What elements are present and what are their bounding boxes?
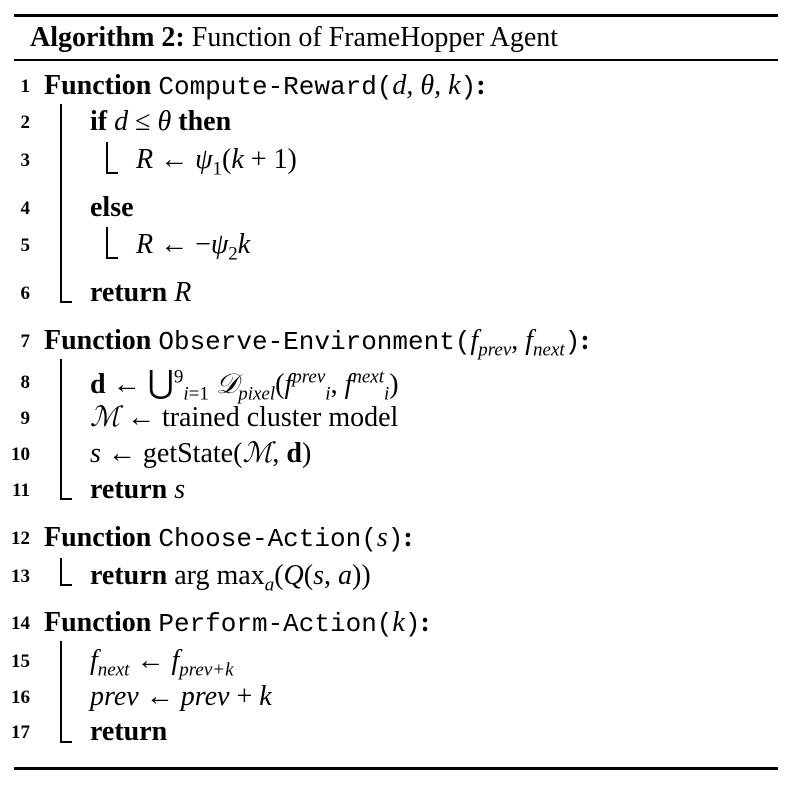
- function-name: Observe-Environment: [158, 327, 455, 357]
- algorithm-line: 10 s ← getState(ℳ, d): [0, 434, 798, 474]
- line-content: ℳ ← trained cluster model: [90, 402, 399, 433]
- line-number: 6: [20, 283, 31, 304]
- algorithm-line: 15 fnext ← fprev+k: [0, 641, 798, 681]
- keyword: if: [90, 106, 108, 137]
- algorithm-line: 9 ℳ ← trained cluster model: [0, 398, 798, 438]
- block-foot: [60, 741, 72, 743]
- line-number: 16: [11, 687, 30, 708]
- top-rule: [14, 14, 778, 17]
- function-name: Perform-Action: [158, 609, 377, 639]
- line-content: R ← ψ1(k + 1): [136, 144, 297, 180]
- suffix: :: [580, 325, 590, 356]
- line-number: 7: [20, 331, 31, 352]
- keyword: return: [90, 716, 168, 747]
- suffix: :: [420, 607, 430, 638]
- line-content: return arg maxa(Q(s, a)): [90, 560, 371, 596]
- line-content: Function Compute-Reward(d, θ, k):: [44, 70, 486, 102]
- algorithm-line: 8 d ← ⋃9i=1 𝒟pixel(fprevi, fnexti): [0, 362, 798, 405]
- line-number: 3: [20, 150, 31, 171]
- line-content: Function Choose-Action(s):: [44, 522, 413, 554]
- keyword: Function: [44, 325, 152, 356]
- line-number: 13: [11, 566, 30, 587]
- block-bar: [60, 558, 62, 586]
- algorithm-line: 4 else: [0, 188, 798, 228]
- line-content: if d ≤ θ then: [90, 106, 232, 137]
- algorithm-line: 11 return s: [0, 470, 798, 510]
- algorithm-line: 6 return R: [0, 273, 798, 313]
- algorithm-line: 7 Function Observe-Environment(fprev, fn…: [0, 321, 798, 361]
- line-content: return: [90, 716, 167, 748]
- block-foot: [60, 498, 72, 500]
- line-content: return R: [90, 277, 192, 308]
- function-name: Compute-Reward: [158, 72, 377, 102]
- algorithm-line: 3 R ← ψ1(k + 1): [0, 140, 798, 180]
- line-content: s ← getState(ℳ, d): [90, 438, 312, 469]
- algorithm-line: 2 if d ≤ θ then: [0, 102, 798, 142]
- keyword: Function: [44, 70, 152, 101]
- keyword: else: [90, 192, 134, 223]
- line-number: 11: [12, 480, 30, 501]
- bottom-rule: [14, 767, 778, 770]
- line-number: 14: [11, 613, 30, 634]
- line-content: Function Perform-Action(k):: [44, 607, 430, 639]
- suffix: :: [476, 70, 486, 101]
- keyword: Function: [44, 607, 152, 638]
- branch-bar: [106, 142, 108, 174]
- algorithm-line: 5 R ← −ψ2k: [0, 225, 798, 265]
- algorithm-line: 12 Function Choose-Action(s):: [0, 518, 798, 558]
- line-number: 8: [20, 372, 31, 393]
- branch-bar: [106, 227, 108, 259]
- line-number: 17: [11, 722, 30, 743]
- block-bar: [60, 104, 62, 303]
- keyword: Function: [44, 522, 152, 553]
- line-content: fnext ← fprev+k: [90, 645, 234, 681]
- suffix: :: [403, 522, 413, 553]
- algorithm-line: 16 prev ← prev + k: [0, 677, 798, 717]
- keyword: then: [178, 106, 232, 137]
- algorithm-line: 14 Function Perform-Action(k):: [0, 603, 798, 643]
- line-content: else: [90, 192, 134, 224]
- caption-rule: [14, 59, 778, 61]
- line-number: 5: [20, 235, 31, 256]
- block-foot: [60, 584, 72, 586]
- block-bar: [60, 641, 62, 743]
- line-number: 4: [20, 198, 31, 219]
- line-number: 10: [11, 444, 30, 465]
- line-content: prev ← prev + k: [90, 681, 272, 712]
- keyword: return: [90, 277, 168, 308]
- caption-title: Function of FrameHopper Agent: [191, 22, 559, 53]
- algorithm-line: 17 return: [0, 712, 798, 752]
- branch-foot: [106, 172, 118, 174]
- line-number: 12: [11, 528, 30, 549]
- algorithm-line: 13 return arg maxa(Q(s, a)): [0, 556, 798, 596]
- line-content: d ← ⋃9i=1 𝒟pixel(fprevi, fnexti): [90, 364, 399, 405]
- caption-label: Algorithm 2:: [30, 22, 185, 53]
- branch-foot: [106, 257, 118, 259]
- function-name: Choose-Action: [158, 524, 362, 554]
- line-content: Function Observe-Environment(fprev, fnex…: [44, 325, 590, 361]
- algorithm-caption: Algorithm 2: Function of FrameHopper Age…: [30, 20, 558, 56]
- line-number: 15: [11, 651, 30, 672]
- line-number: 1: [20, 76, 31, 97]
- keyword: return: [90, 474, 168, 505]
- line-number: 9: [20, 408, 31, 429]
- block-foot: [60, 301, 72, 303]
- line-number: 2: [20, 112, 31, 133]
- line-content: return s: [90, 474, 186, 505]
- algorithm-line: 1 Function Compute-Reward(d, θ, k):: [0, 66, 798, 106]
- block-bar: [60, 359, 62, 500]
- keyword: return: [90, 560, 168, 591]
- line-content: R ← −ψ2k: [136, 229, 251, 265]
